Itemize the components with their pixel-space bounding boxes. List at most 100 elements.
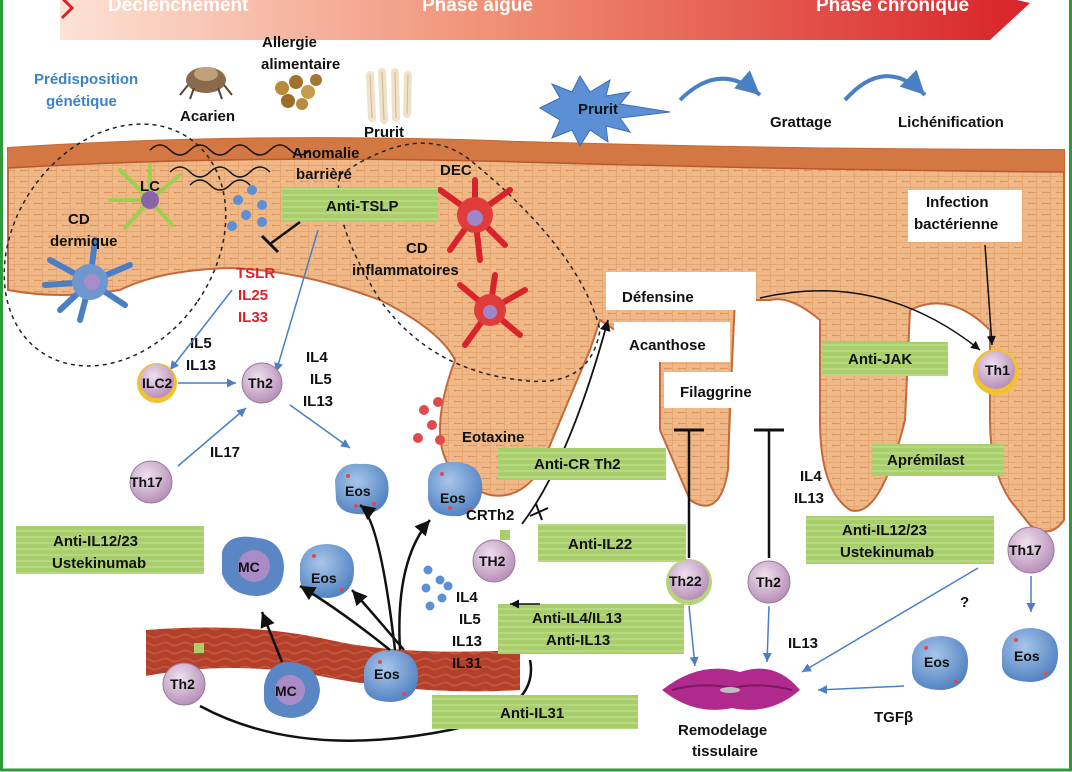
svg-text:Eos: Eos bbox=[374, 666, 400, 682]
th17-left-cell: Th17 bbox=[129, 460, 173, 504]
eos-3-cell: Eos bbox=[300, 544, 354, 598]
crth2-inhibit bbox=[529, 503, 549, 521]
acanthosis-box bbox=[614, 322, 730, 362]
infection-arrow bbox=[984, 244, 996, 346]
eos5-remodel-arrow bbox=[817, 685, 905, 695]
inflammatory-dc-cell bbox=[457, 272, 528, 348]
food-allergy-label-1: Allergie bbox=[262, 34, 317, 51]
inflammatory-dc-zone bbox=[337, 142, 601, 383]
dermis-eos1-arrow bbox=[359, 504, 397, 651]
food-allergy-label-2: alimentaire bbox=[261, 56, 340, 73]
svg-text:Eos: Eos bbox=[924, 654, 950, 670]
svg-text:Th22: Th22 bbox=[669, 573, 702, 589]
anti-il22-label: Anti-IL22 bbox=[568, 536, 632, 553]
barrier-label-1: Anomalie bbox=[292, 145, 360, 162]
th2b-il5: IL5 bbox=[459, 611, 481, 628]
crth2-acanthosis-arrow bbox=[521, 319, 611, 525]
mite-icon bbox=[179, 67, 233, 100]
tslp-inhibit-bar bbox=[260, 234, 280, 254]
scratching-hand-icon bbox=[366, 68, 412, 124]
genetic-label-2: génétique bbox=[46, 93, 117, 110]
langerhans-cell bbox=[108, 163, 182, 230]
svg-text:Eos: Eos bbox=[345, 483, 371, 499]
infection-label-1: Infection bbox=[926, 194, 989, 211]
svg-text:Th2: Th2 bbox=[170, 676, 195, 692]
lichenification-label: Lichénification bbox=[898, 114, 1004, 131]
cd-dermal-label-1: CD bbox=[68, 211, 90, 228]
apremilast-box: Aprémilast bbox=[872, 444, 1004, 476]
th2b-il31: IL31 bbox=[452, 655, 482, 672]
pruritus-label: Prurit bbox=[364, 124, 404, 141]
itch-arrow-1 bbox=[678, 70, 762, 102]
anti-il31-label: Anti-IL31 bbox=[500, 705, 564, 722]
eos-6-cell: Eos bbox=[1002, 628, 1058, 682]
tissue-remodeling-icon bbox=[662, 668, 800, 710]
anti-tslp-box: Anti-TSLP bbox=[282, 188, 438, 222]
stage-start-label: Déclenchement bbox=[108, 0, 249, 16]
dermis-band bbox=[146, 627, 520, 692]
th2c-il13: IL13 bbox=[788, 635, 818, 652]
th2-chronic-cell: Th2 bbox=[747, 560, 791, 604]
anti-il12-left-label-1: Anti-IL12/23 bbox=[53, 533, 138, 550]
cytokine-il33: IL33 bbox=[238, 309, 268, 326]
filaggrin-box bbox=[664, 372, 780, 408]
itch-arrow-2 bbox=[843, 69, 927, 102]
th22-remodel-arrow bbox=[688, 605, 699, 667]
barrier-cytokine-dots bbox=[227, 185, 267, 231]
anti-crth2-box: Anti-CR Th2 bbox=[498, 448, 666, 480]
ilc2-il5: IL5 bbox=[190, 335, 212, 352]
stage-acute-label: Phase aiguë bbox=[422, 0, 533, 16]
svg-text:Eos: Eos bbox=[440, 490, 466, 506]
th17-remodel-arrow bbox=[801, 567, 979, 673]
th2c-remodel-arrow bbox=[762, 605, 772, 663]
cd-inflam-label-2: inflammatoires bbox=[352, 262, 459, 279]
th2-top-cell: Th2 bbox=[241, 362, 283, 404]
tslp-inhibit-line bbox=[269, 220, 301, 246]
svg-text:MC: MC bbox=[275, 683, 297, 699]
scratching-label: Grattage bbox=[770, 114, 832, 131]
ilc2-cell: ILC2 bbox=[137, 363, 177, 403]
cytokine-tslr: TSLR bbox=[236, 265, 275, 282]
cytokine-ilc2-arrow bbox=[169, 289, 233, 371]
th22-cell: Th22 bbox=[666, 559, 712, 605]
infection-box bbox=[908, 190, 1022, 242]
eotaxin-label: Eotaxine bbox=[462, 429, 525, 446]
th17-th2-arrow bbox=[177, 407, 247, 467]
th2b-il4: IL4 bbox=[456, 589, 478, 606]
svg-text:ILC2: ILC2 bbox=[142, 375, 173, 391]
anti-jak-box: Anti-JAK bbox=[822, 342, 948, 376]
dermis-mc1-arrow bbox=[299, 584, 391, 651]
svg-text:TH2: TH2 bbox=[479, 553, 506, 569]
svg-text:Eos: Eos bbox=[311, 570, 337, 586]
stage-chronic-label: Phase chronique bbox=[816, 0, 969, 16]
anti-il12-left-box: Anti-IL12/23 Ustekinumab bbox=[16, 526, 204, 574]
acanthosis-label: Acanthose bbox=[629, 337, 706, 354]
food-allergy-icon bbox=[275, 74, 322, 110]
th1-cell: Th1 bbox=[973, 349, 1019, 395]
chronic-il13: IL13 bbox=[794, 490, 824, 507]
dermis-eos2-arrow bbox=[398, 519, 431, 651]
anti-il12-left-label-2: Ustekinumab bbox=[52, 555, 146, 572]
mc2-up-arrow bbox=[260, 611, 284, 663]
dermal-dc-cell bbox=[42, 237, 133, 323]
barrier-label-2: barrière bbox=[296, 166, 352, 183]
anti-il12-right-box: Anti-IL12/23 Ustekinumab bbox=[806, 516, 994, 564]
cd-inflam-label-1: CD bbox=[406, 240, 428, 257]
defensin-box bbox=[606, 272, 756, 310]
crth2-label: CRTh2 bbox=[466, 507, 514, 524]
ilc2-il13: IL13 bbox=[186, 357, 216, 374]
anti-il12-right-label-1: Anti-IL12/23 bbox=[842, 522, 927, 539]
mc-2-cell: MC bbox=[264, 662, 320, 718]
svg-text:Th17: Th17 bbox=[130, 474, 163, 490]
anti-il4-label-1: Anti-IL4/IL13 bbox=[532, 610, 622, 627]
dermis-eos3-arrow bbox=[351, 589, 405, 651]
anti-il12-right-label-2: Ustekinumab bbox=[840, 544, 934, 561]
epidermis bbox=[7, 137, 1065, 533]
th2-il13: IL13 bbox=[303, 393, 333, 410]
th2-cytokine-dots bbox=[421, 565, 453, 611]
dermis-loop-arrow bbox=[199, 659, 533, 742]
th17-right-cell: Th17 bbox=[1007, 526, 1055, 574]
th2-eos-arrow bbox=[289, 404, 351, 449]
